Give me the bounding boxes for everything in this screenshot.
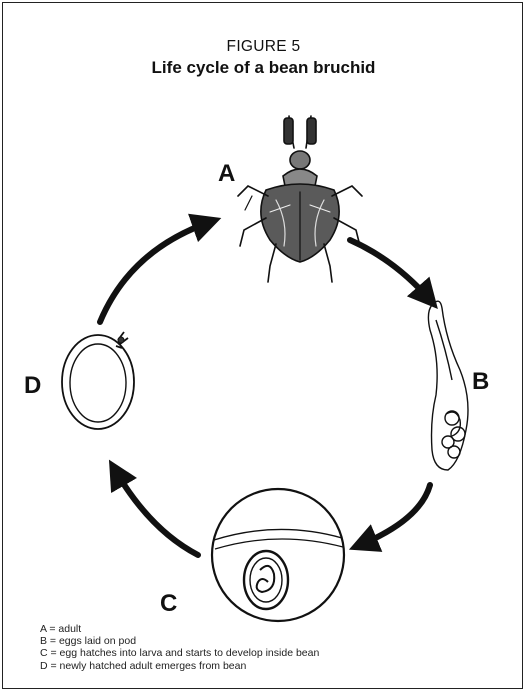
arrow-a-to-b xyxy=(350,240,430,300)
arrow-b-to-c xyxy=(360,485,430,545)
legend: A = adult B = eggs laid on pod C = egg h… xyxy=(40,623,319,672)
emerged-bean-illustration xyxy=(62,332,134,429)
bean-with-larva-illustration xyxy=(212,489,344,621)
adult-beetle-illustration xyxy=(238,116,362,282)
arrow-c-to-d xyxy=(115,470,198,555)
legend-item-d: D = newly hatched adult emerges from bea… xyxy=(40,660,319,672)
legend-item-c: C = egg hatches into larva and starts to… xyxy=(40,647,319,659)
legend-item-b: B = eggs laid on pod xyxy=(40,635,319,647)
stage-label-b: B xyxy=(472,368,489,396)
pod-with-eggs-illustration xyxy=(428,301,468,470)
arrow-d-to-a xyxy=(100,222,210,322)
stage-label-a: A xyxy=(218,160,235,188)
stage-label-d: D xyxy=(24,372,41,400)
stage-label-c: C xyxy=(160,590,177,618)
legend-item-a: A = adult xyxy=(40,623,319,635)
